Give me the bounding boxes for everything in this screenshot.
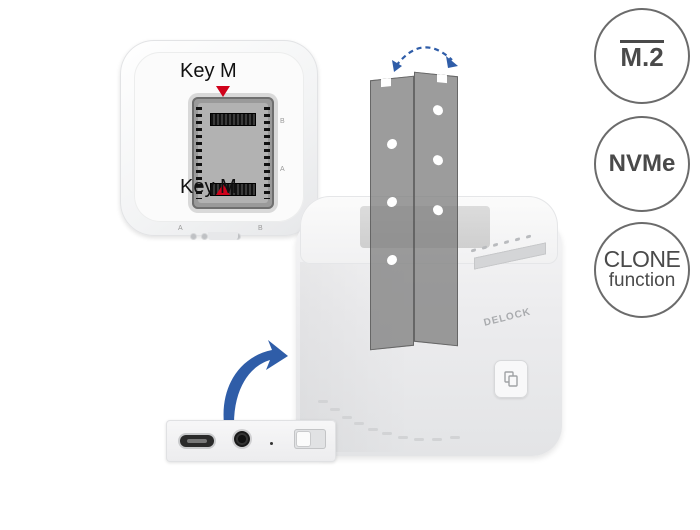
front-left-letter: A (178, 225, 183, 232)
clone-icon (504, 371, 518, 387)
curved-arrow-icon (223, 340, 288, 424)
m2-badge: M.2 (594, 8, 690, 104)
dc-power-jack[interactable] (234, 431, 250, 447)
rear-port-panel (166, 420, 336, 462)
key-bottom-label: Key M (180, 176, 237, 198)
vent (318, 400, 328, 403)
ssd-hole (433, 104, 443, 116)
key-bottom-marker-icon (216, 184, 230, 195)
vent (368, 428, 378, 431)
key-top-marker-icon (216, 86, 230, 97)
m2-slot-plate (192, 97, 274, 209)
key-top-label: Key M (180, 60, 237, 82)
slot-b-connector (210, 113, 256, 126)
rear-led-dot (270, 442, 273, 445)
front-right-letter: B (258, 225, 263, 232)
clone-badge: CLONE function (594, 222, 690, 318)
vent (398, 436, 408, 439)
vent (330, 408, 340, 411)
vent (450, 436, 460, 439)
dock-led (504, 240, 509, 245)
top-view-tab (208, 232, 238, 240)
ssd-notch (381, 78, 391, 88)
left-pin-row (196, 107, 202, 199)
dock-led (515, 237, 520, 242)
vent (382, 432, 392, 435)
nvme-badge-text: NVMe (608, 150, 676, 177)
slot-b-letter: B (280, 118, 285, 125)
top-view-inset: B A A B (120, 40, 318, 240)
dock-led (482, 245, 487, 250)
vent (432, 438, 442, 441)
led-dot (191, 234, 196, 239)
clone-button[interactable] (494, 360, 528, 398)
ssd-hole (387, 254, 397, 266)
dashed-curved-arrow-icon (392, 46, 458, 72)
dock-led (526, 234, 531, 239)
nvme-badge: NVMe (594, 116, 690, 212)
power-switch[interactable] (294, 429, 326, 449)
ssd-stick-right (414, 71, 458, 347)
ssd-hole (433, 154, 443, 166)
top-view-surface: B A A B (134, 52, 304, 239)
clone-badge-subtitle: function (608, 270, 676, 292)
dock-led (471, 248, 476, 253)
m2-badge-text: M.2 (620, 39, 664, 72)
ssd-stick-left (370, 75, 414, 351)
ssd-hole (433, 204, 443, 216)
right-pin-row (264, 107, 270, 199)
dock-led (493, 242, 498, 247)
slot-a-letter: A (280, 166, 285, 173)
vent (342, 416, 352, 419)
ssd-hole (387, 138, 397, 150)
vent (414, 438, 424, 441)
vent (354, 422, 364, 425)
clone-badge-title: CLONE (603, 246, 681, 273)
ssd-hole (387, 196, 397, 208)
usb-c-port[interactable] (180, 435, 214, 447)
led-dot (202, 234, 207, 239)
